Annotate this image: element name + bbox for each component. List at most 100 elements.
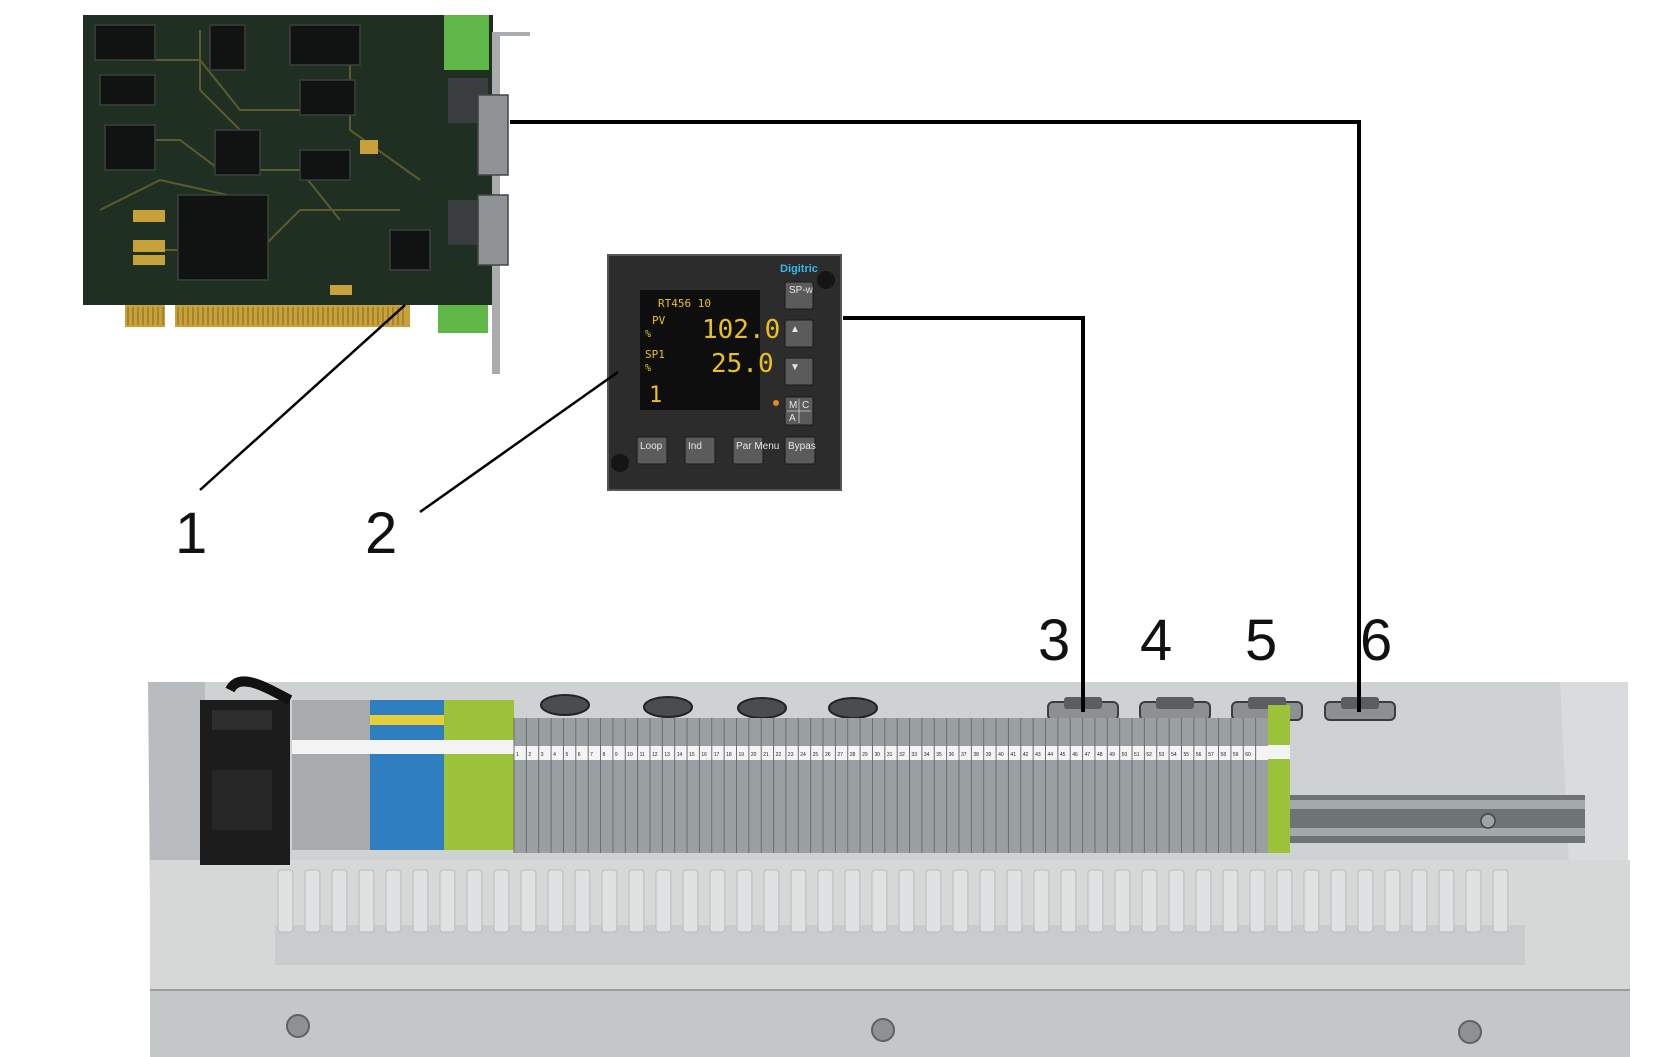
cable-duct-finger: [628, 869, 645, 933]
callout-labels: 1 2 3 4 5 6: [175, 501, 1392, 673]
chip: [94, 24, 156, 61]
pcb-ports: [448, 78, 509, 266]
cable-bundle: [225, 676, 293, 705]
terminal-number: 42: [1023, 752, 1029, 758]
terminal-number: 33: [912, 752, 918, 758]
cable-duct-finger: [1168, 869, 1185, 933]
controller-mount-hole: [611, 454, 629, 472]
cable-duct-finger: [763, 869, 780, 933]
terminal-number: 55: [1183, 752, 1189, 758]
cable-duct-finger: [1492, 869, 1509, 933]
cable-duct-finger: [1114, 869, 1131, 933]
cable-duct-finger: [952, 869, 969, 933]
terminal-number: 35: [936, 752, 942, 758]
terminal-number: 1: [516, 752, 519, 758]
cable-duct-finger: [1465, 869, 1482, 933]
loop-key[interactable]: Loop: [636, 436, 668, 465]
terminal-number: 53: [1159, 752, 1165, 758]
cable-duct-finger: [682, 869, 699, 933]
chip: [209, 24, 246, 71]
terminal-number: 56: [1196, 752, 1202, 758]
front-screws: [286, 1014, 1482, 1044]
cable-card-to-port-6: [510, 120, 1361, 712]
cable-duct-finger: [1141, 869, 1158, 933]
cable-duct-finger: [1060, 869, 1077, 933]
svg-text:Par Menu: Par Menu: [736, 441, 779, 452]
cable-controller-to-port-3: [843, 316, 1085, 712]
terminal-number: 22: [776, 752, 782, 758]
controller-display: [640, 290, 760, 410]
terminal-number: 59: [1233, 752, 1239, 758]
terminal-number: 38: [973, 752, 979, 758]
cable-duct-finger: [1357, 869, 1374, 933]
cable-duct-finger: [871, 869, 888, 933]
cable-duct-finger: [1276, 869, 1293, 933]
cable-duct-finger: [898, 869, 915, 933]
terminal-number: 54: [1171, 752, 1177, 758]
pv-unit: %: [645, 329, 651, 340]
terminal-number: 34: [924, 752, 930, 758]
cable-duct-finger: [1087, 869, 1104, 933]
terminal-number: 43: [1035, 752, 1041, 758]
process-controller: Digitric RT456 10 PV % 102.0 SP1 % 25.0 …: [607, 254, 842, 491]
cable-duct-finger: [385, 869, 402, 933]
cable-glands: [540, 694, 878, 719]
screw: [286, 1014, 310, 1038]
svg-text:▲: ▲: [790, 324, 800, 335]
svg-text:A: A: [789, 413, 796, 424]
callout-1: 1: [175, 501, 207, 566]
pcb-chips: [94, 24, 431, 281]
cable-duct-finger: [1303, 869, 1320, 933]
terminal-number: 44: [1048, 752, 1054, 758]
terminal-number: 21: [763, 752, 769, 758]
terminal-number: 24: [800, 752, 806, 758]
screw: [1458, 1020, 1482, 1044]
bypass-key[interactable]: Bypas: [784, 436, 816, 465]
terminal-number: 11: [640, 752, 645, 758]
sp-w-key[interactable]: SP-w: [784, 281, 814, 310]
chip: [214, 129, 261, 176]
terminal-number: 26: [825, 752, 831, 758]
par-menu-key[interactable]: Par Menu: [732, 436, 779, 465]
cabinet-left-wall: [148, 682, 205, 900]
down-key[interactable]: ▼: [784, 357, 814, 386]
terminal-number: 32: [899, 752, 905, 758]
cable-duct-finger: [979, 869, 996, 933]
terminal-number: 39: [986, 752, 992, 758]
terminal-number: 14: [677, 752, 683, 758]
terminal-number: 3: [541, 752, 544, 758]
terminal-number: 2: [528, 752, 531, 758]
cable-duct-finger: [412, 869, 429, 933]
terminal-number: 50: [1122, 752, 1128, 758]
cable-duct-finger: [1249, 869, 1266, 933]
screw: [871, 1018, 895, 1042]
cable-duct-finger: [736, 869, 753, 933]
terminal-number: 17: [714, 752, 720, 758]
callout-2: 2: [365, 501, 397, 566]
terminal-end-pe: [1268, 705, 1290, 853]
sp-value: 25.0: [711, 349, 774, 379]
cable-duct-finger: [520, 869, 537, 933]
cable-gland: [828, 697, 878, 719]
sp-label: SP1: [645, 348, 665, 361]
port-4: [1139, 697, 1211, 721]
up-key[interactable]: ▲: [784, 319, 814, 348]
ind-key[interactable]: Ind: [684, 436, 716, 465]
cable-duct-finger: [1006, 869, 1023, 933]
cable-gland: [643, 696, 693, 718]
terminal-number: 29: [862, 752, 868, 758]
terminal-number: 23: [788, 752, 794, 758]
cable-duct-finger: [1438, 869, 1455, 933]
svg-text:C: C: [802, 400, 809, 411]
terminal-number: 7: [590, 752, 593, 758]
leader-lines: [199, 304, 619, 514]
manual-auto-key[interactable]: M C A: [784, 396, 814, 426]
cable-duct-finger: [1222, 869, 1239, 933]
cable-duct-finger: [1195, 869, 1212, 933]
din-rail: [1285, 795, 1585, 843]
cable-duct: [275, 869, 1525, 965]
terminal-number: 18: [726, 752, 732, 758]
cable-duct-finger: [304, 869, 321, 933]
terminal-number: 51: [1134, 752, 1140, 758]
